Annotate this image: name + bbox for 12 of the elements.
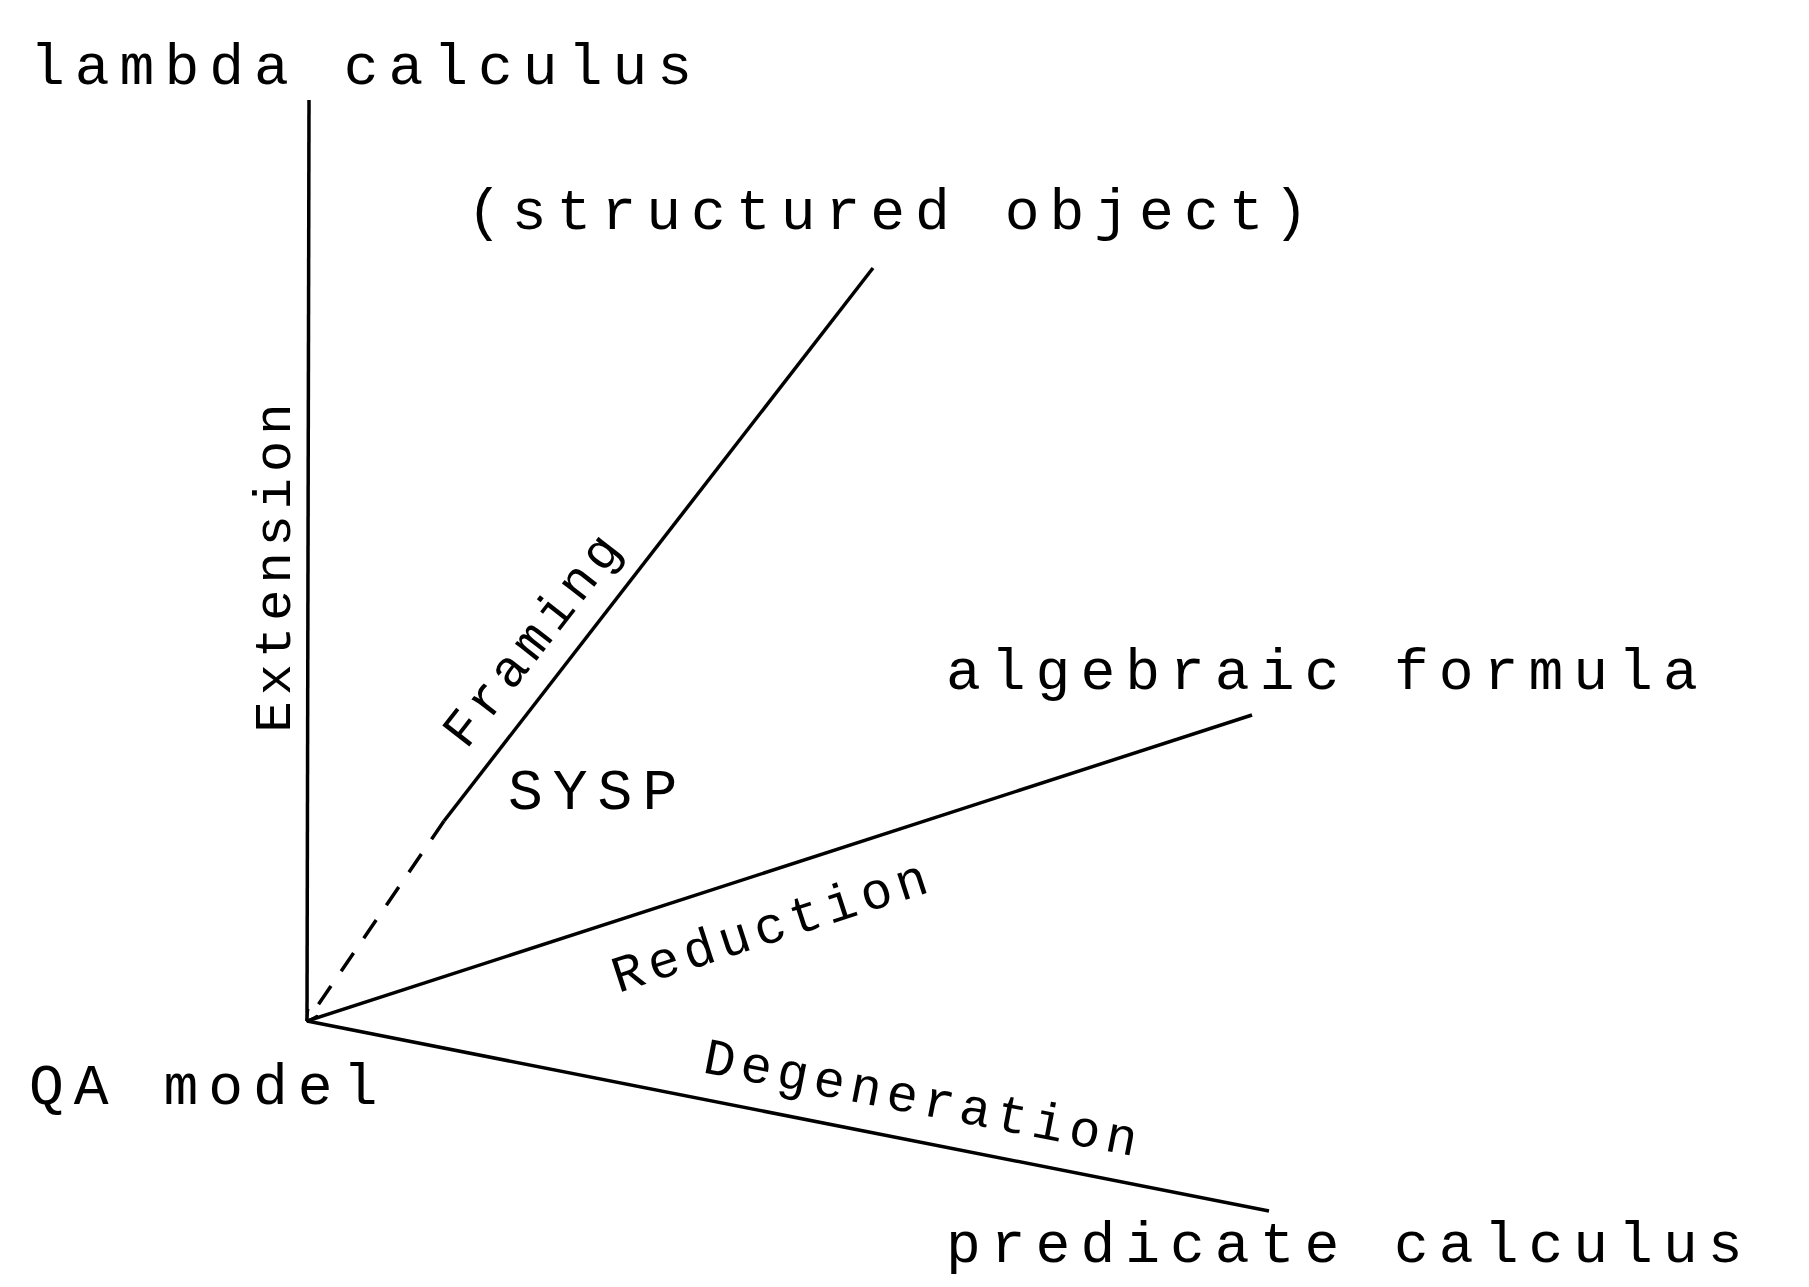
arrow: [305, 820, 446, 1024]
node-label: predicate calculus: [946, 1218, 1753, 1276]
node-label: SYSP: [440, 765, 688, 823]
connector-line: [442, 266, 875, 823]
node-label: QA model: [29, 1018, 388, 1118]
node-label: algebraic formula: [946, 645, 1708, 703]
connector-line: [306, 713, 1253, 1023]
node-label: (structured object): [467, 185, 1319, 243]
edge-label: Extension: [250, 397, 303, 733]
connector-line: [306, 1019, 1270, 1213]
connector-line: [305, 100, 311, 1021]
node-label: lambda calculus: [30, 40, 703, 98]
